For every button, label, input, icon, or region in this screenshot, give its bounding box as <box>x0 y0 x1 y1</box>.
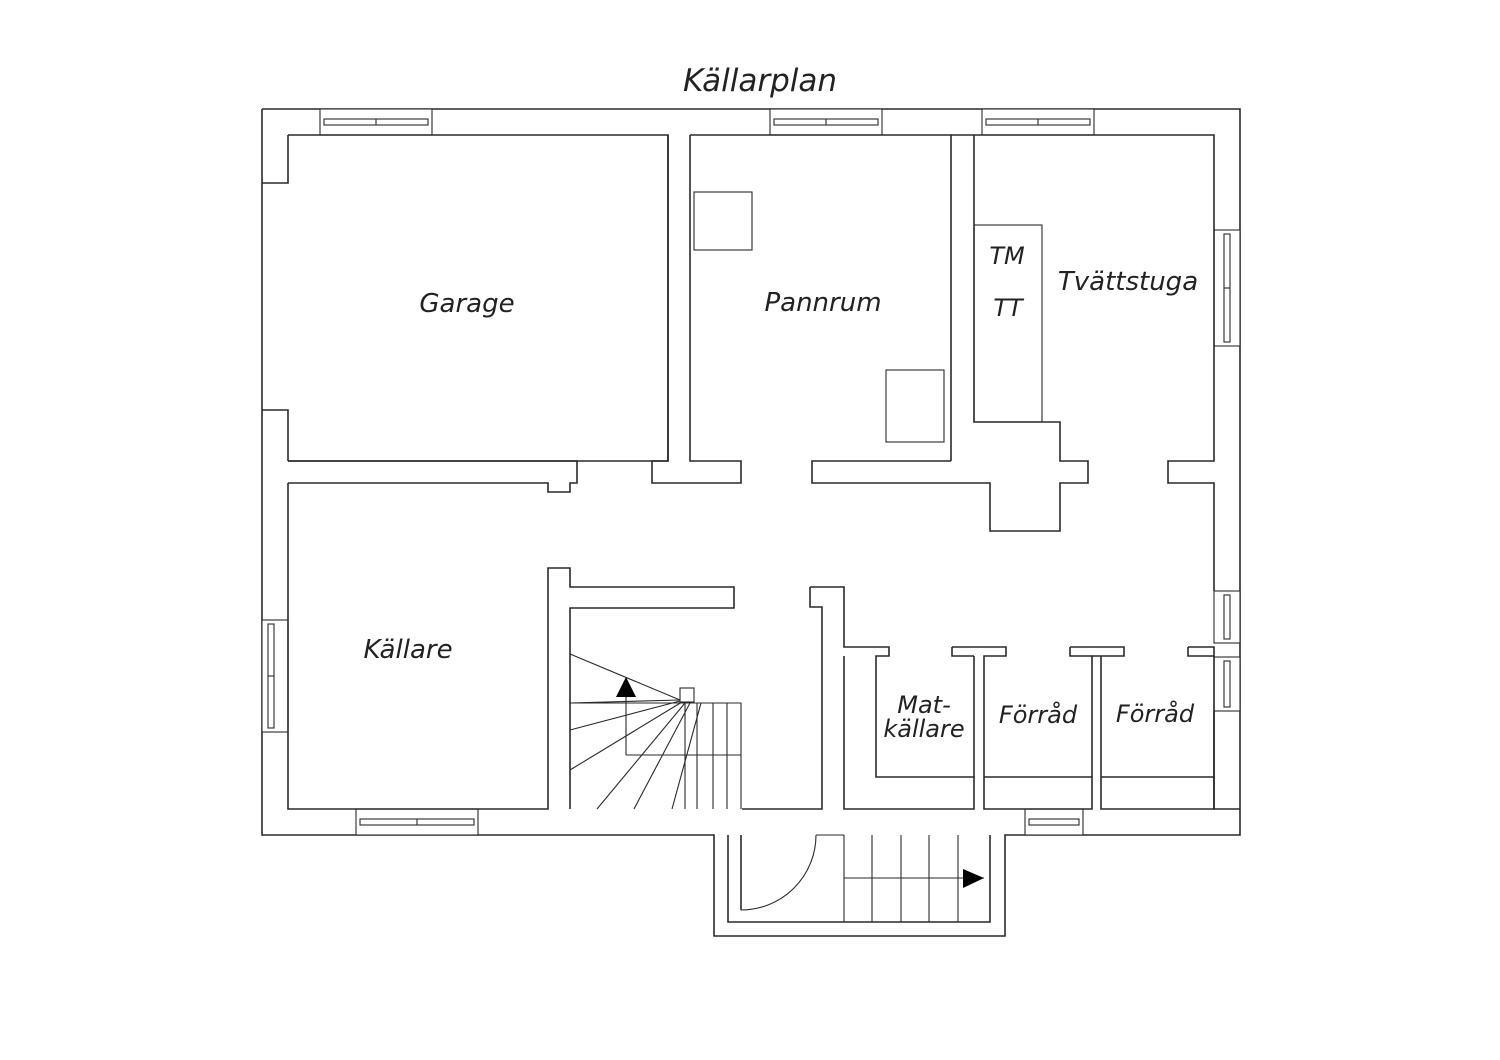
stair-right-arrow-icon <box>963 869 984 888</box>
door-swing <box>740 834 817 911</box>
corridor-wall-stubs <box>651 135 742 484</box>
room-label-kallare: Källare <box>363 635 452 665</box>
window-pannrum-top <box>769 108 883 136</box>
storage-walls <box>742 586 1240 810</box>
room-label-forrad-2: Förråd <box>1116 699 1195 728</box>
windows <box>261 108 1241 836</box>
window-forrad-bottom <box>1024 808 1084 836</box>
appliance-label-tt: TT <box>993 294 1025 322</box>
washer-dryer-counter <box>973 224 1043 423</box>
interior-staircase <box>569 653 742 810</box>
room-label-garage: Garage <box>419 289 514 319</box>
window-tvattstuga-top <box>981 108 1095 136</box>
room-label-matkallare-line2: källare <box>883 715 964 743</box>
window-garage-top <box>319 108 433 136</box>
room-label-tvattstuga: Tvättstuga <box>1058 267 1198 297</box>
window-kallare-left <box>261 619 289 733</box>
boiler-unit-top <box>693 191 753 251</box>
stair-up-arrow-icon <box>616 677 636 697</box>
appliance-label-tm: TM <box>989 242 1025 270</box>
kallare-walls <box>287 483 735 810</box>
boiler-unit-bottom <box>885 369 945 443</box>
window-tvattstuga-right <box>1213 229 1241 347</box>
window-kallare-bottom <box>355 808 479 836</box>
room-label-pannrum: Pannrum <box>764 288 881 318</box>
window-forrad-right <box>1213 656 1241 712</box>
window-right-middle <box>1213 590 1241 644</box>
tvattstuga-walls <box>811 134 1215 591</box>
entrance <box>727 834 991 923</box>
room-label-matkallare-line1: Mat- <box>897 691 950 719</box>
room-label-forrad-1: Förråd <box>999 700 1078 729</box>
plan-title: Källarplan <box>683 63 837 99</box>
